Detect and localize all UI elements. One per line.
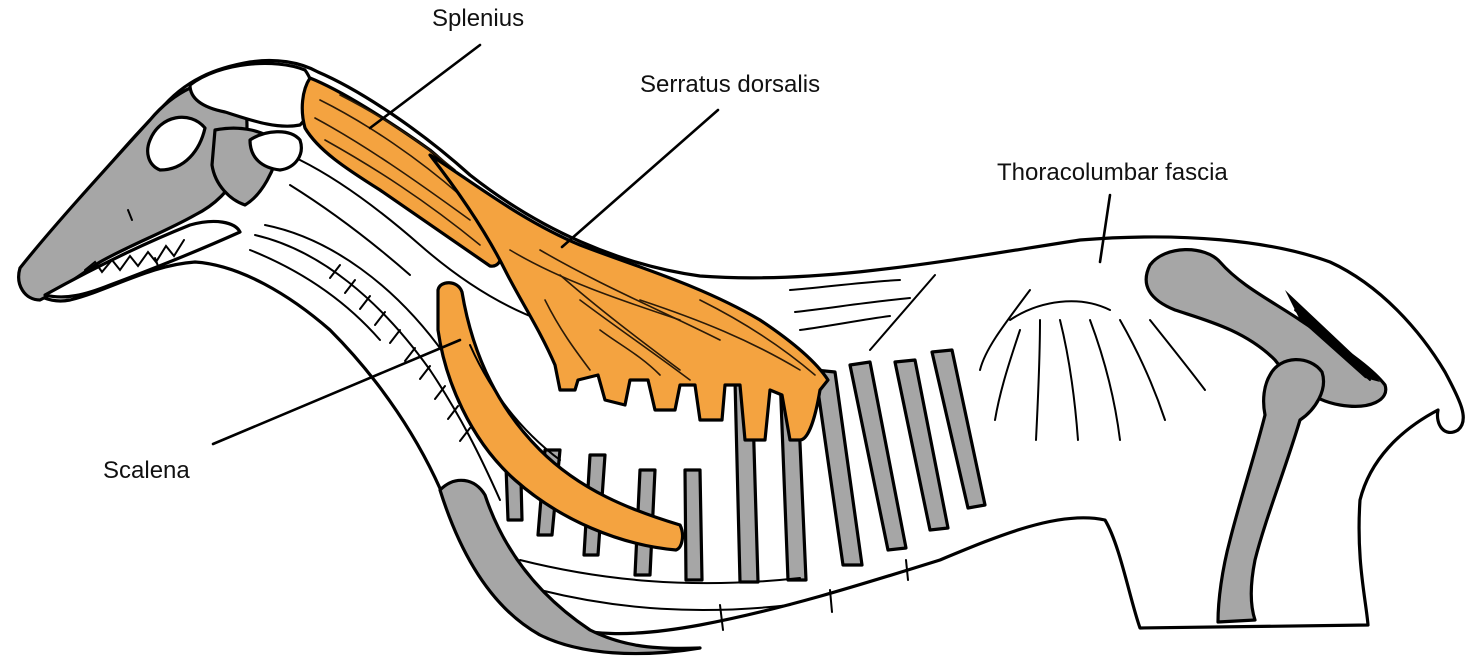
label-thoracolumbar-fascia: Thoracolumbar fascia (997, 159, 1228, 186)
label-scalena: Scalena (103, 457, 190, 484)
label-serratus-dorsalis: Serratus dorsalis (640, 71, 820, 98)
splenius-leader (370, 45, 480, 128)
rib (685, 470, 702, 580)
serratus-dorsalis-leader (562, 110, 718, 247)
label-splenius: Splenius (432, 5, 524, 32)
